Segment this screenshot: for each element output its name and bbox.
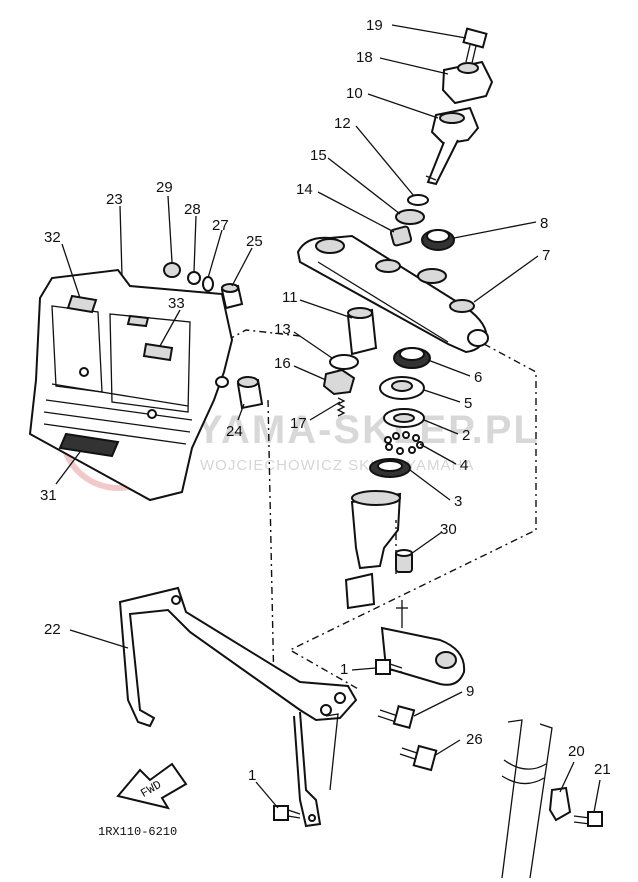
callout-3[interactable]: 3 bbox=[454, 493, 462, 510]
cowl-mount-plate bbox=[126, 314, 150, 328]
part-32-reflector[interactable] bbox=[66, 294, 98, 314]
callout-30[interactable]: 30 bbox=[440, 521, 457, 538]
callout-10[interactable]: 10 bbox=[346, 85, 363, 102]
part-28-washer[interactable] bbox=[187, 271, 201, 285]
part-12-washer[interactable] bbox=[407, 194, 429, 206]
callout-15[interactable]: 15 bbox=[310, 147, 327, 164]
part-17-spring[interactable] bbox=[336, 397, 346, 417]
part-4-ball-bearings[interactable] bbox=[384, 431, 424, 455]
part-3-bearing-race[interactable] bbox=[369, 458, 411, 478]
steering-stem-group bbox=[296, 27, 494, 686]
part-5-bearing-cover[interactable] bbox=[379, 376, 425, 400]
cowl-group bbox=[28, 262, 264, 502]
part-25-grommet[interactable] bbox=[220, 283, 244, 310]
callout-2[interactable]: 2 bbox=[462, 427, 470, 444]
leader-lines bbox=[55, 24, 601, 813]
part-33-emblem[interactable] bbox=[142, 342, 174, 362]
assembly-lines bbox=[205, 329, 537, 691]
callout-23[interactable]: 23 bbox=[106, 191, 123, 208]
callout-6[interactable]: 6 bbox=[474, 369, 482, 386]
part-24-grommet[interactable] bbox=[215, 376, 264, 410]
part-20-clamp[interactable] bbox=[548, 786, 572, 822]
callout-24[interactable]: 24 bbox=[226, 423, 243, 440]
callout-26[interactable]: 26 bbox=[466, 731, 483, 748]
part-1-bolt-upper[interactable] bbox=[375, 659, 403, 675]
part-6-ring-nut[interactable] bbox=[393, 347, 431, 369]
fwd-arrow: FWD bbox=[116, 762, 188, 810]
callout-12[interactable]: 12 bbox=[334, 115, 351, 132]
callout-14[interactable]: 14 bbox=[296, 181, 313, 198]
callout-31[interactable]: 31 bbox=[40, 487, 57, 504]
part-8-crown-nut[interactable] bbox=[421, 229, 455, 251]
callout-28[interactable]: 28 bbox=[184, 201, 201, 218]
part-7-upper-bracket[interactable] bbox=[296, 234, 489, 354]
callout-29[interactable]: 29 bbox=[156, 179, 173, 196]
part-11-collar[interactable] bbox=[346, 307, 378, 356]
part-22-cowl-stay[interactable] bbox=[118, 586, 358, 828]
part-29-nut[interactable] bbox=[163, 262, 181, 278]
callout-32[interactable]: 32 bbox=[44, 229, 61, 246]
fork-tube bbox=[501, 719, 553, 879]
callout-5[interactable]: 5 bbox=[464, 395, 472, 412]
diagram-code: 1RX110-6210 bbox=[98, 825, 177, 839]
callout-9[interactable]: 9 bbox=[466, 683, 474, 700]
callout-22[interactable]: 22 bbox=[44, 621, 61, 638]
callout-17[interactable]: 17 bbox=[290, 415, 307, 432]
part-30-damper[interactable] bbox=[395, 549, 413, 573]
callout-4[interactable]: 4 bbox=[460, 457, 468, 474]
callout-7[interactable]: 7 bbox=[542, 247, 550, 264]
callout-1-upper[interactable]: 1 bbox=[340, 661, 348, 678]
part-2-bearing-race[interactable] bbox=[383, 408, 425, 428]
part-21-screw[interactable] bbox=[573, 811, 603, 827]
part-19-bolt[interactable] bbox=[462, 27, 488, 64]
callout-13[interactable]: 13 bbox=[274, 321, 291, 338]
callout-8[interactable]: 8 bbox=[540, 215, 548, 232]
part-10-handlebar-holder-lower[interactable] bbox=[425, 106, 480, 186]
callout-1-lower[interactable]: 1 bbox=[248, 767, 256, 784]
part-16-nut[interactable] bbox=[322, 368, 356, 396]
steering-head-pipe bbox=[344, 490, 402, 610]
part-26-bolt[interactable] bbox=[399, 744, 438, 772]
under-bracket bbox=[380, 600, 466, 686]
part-1-bolt-lower[interactable] bbox=[273, 805, 301, 821]
watermark-text: YAMA-SKLEP.PL bbox=[196, 408, 540, 452]
part-9-bolt[interactable] bbox=[377, 705, 416, 729]
callout-21[interactable]: 21 bbox=[594, 761, 611, 778]
callout-20[interactable]: 20 bbox=[568, 743, 585, 760]
callout-18[interactable]: 18 bbox=[356, 49, 373, 66]
part-27-washer[interactable] bbox=[202, 276, 214, 292]
callout-19[interactable]: 19 bbox=[366, 17, 383, 34]
callout-27[interactable]: 27 bbox=[212, 217, 229, 234]
part-14-collar[interactable] bbox=[389, 225, 413, 247]
callout-11[interactable]: 11 bbox=[282, 289, 298, 306]
callout-16[interactable]: 16 bbox=[274, 355, 291, 372]
callout-25[interactable]: 25 bbox=[246, 233, 263, 250]
callout-labels: 19 18 10 12 15 14 8 7 11 13 16 17 6 5 2 … bbox=[40, 17, 611, 784]
part-31-decal[interactable] bbox=[58, 432, 120, 458]
part-13-washer[interactable] bbox=[329, 354, 359, 370]
callout-33[interactable]: 33 bbox=[168, 295, 185, 312]
part-18-handlebar-holder-upper[interactable] bbox=[441, 60, 494, 105]
watermark-subtext: WOJCIECHOWICZ SKLEP YAMAHA bbox=[200, 457, 474, 474]
part-15-washer[interactable] bbox=[395, 209, 425, 225]
